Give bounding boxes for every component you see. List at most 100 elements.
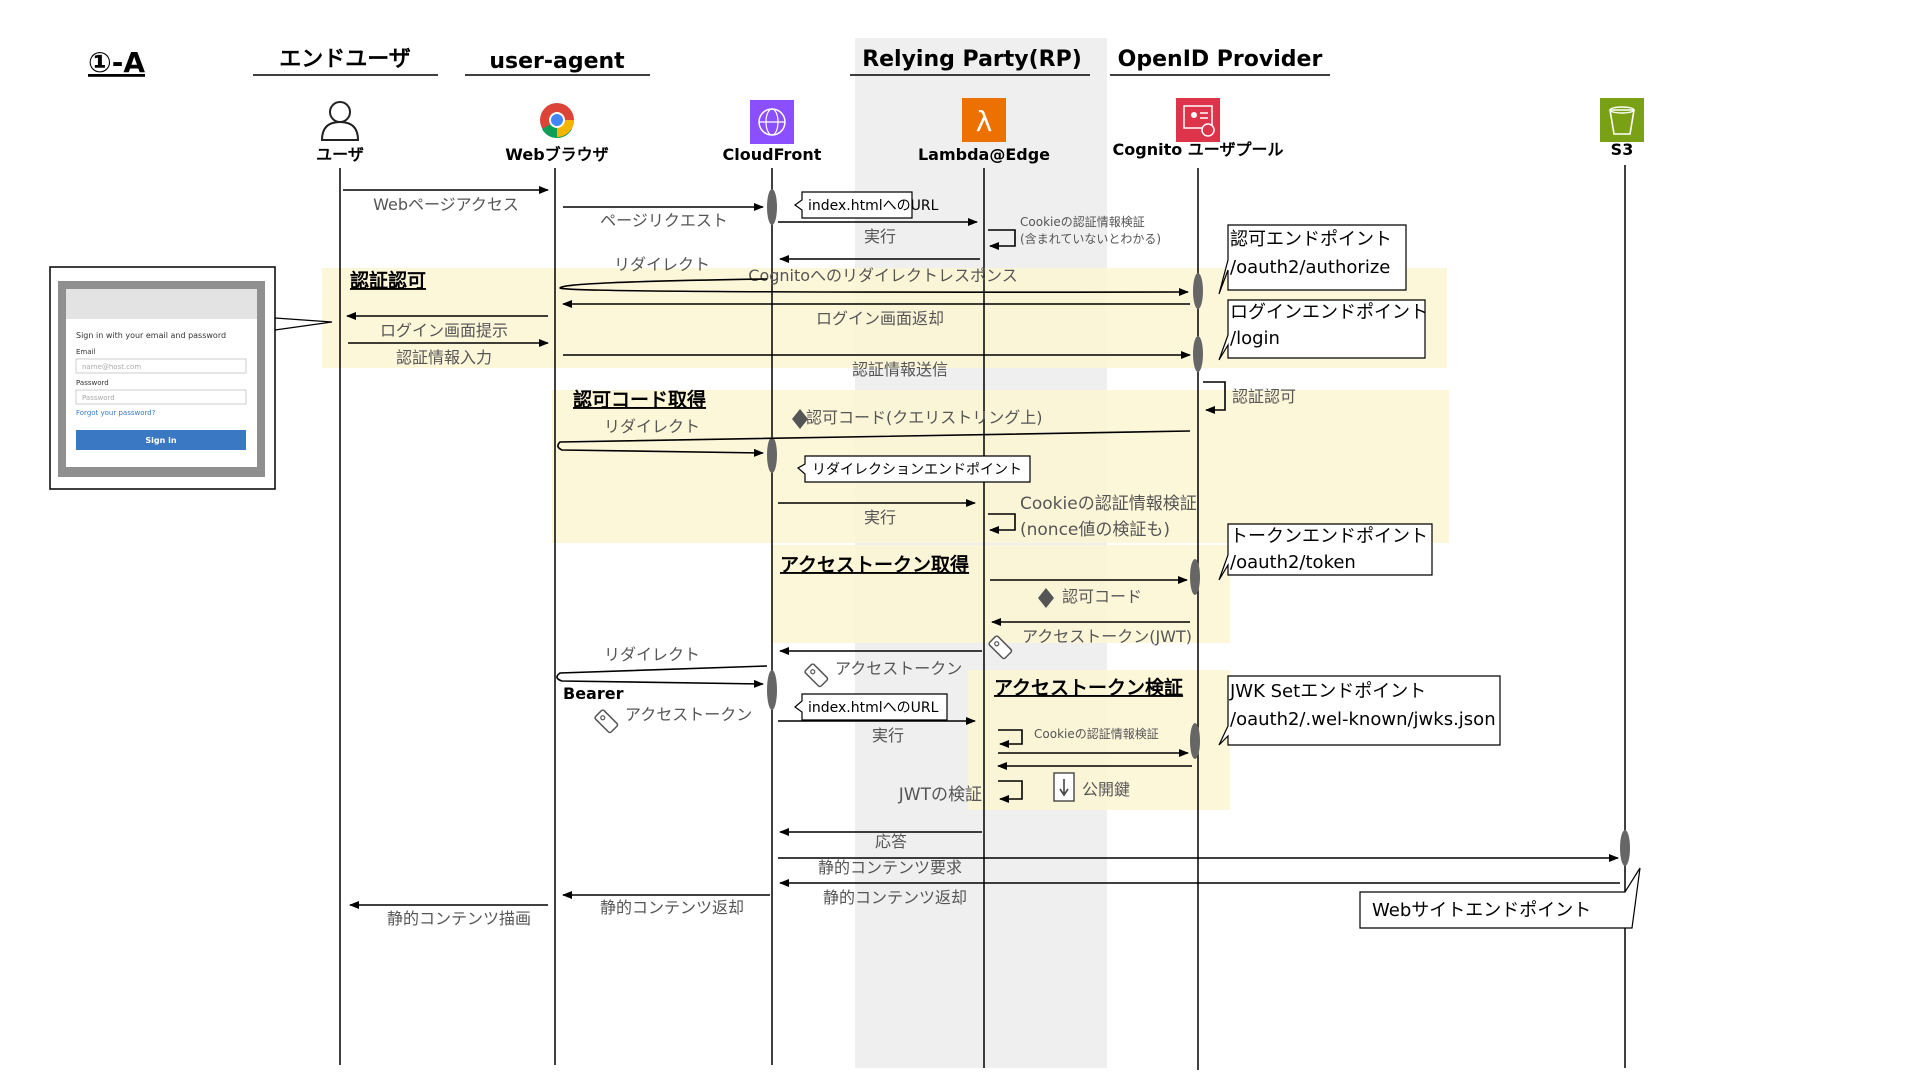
s3-bucket-icon xyxy=(1600,98,1644,142)
mockup-heading: Sign in with your email and password xyxy=(76,331,226,340)
bearer-label: Bearer xyxy=(563,684,624,703)
mockup-password-label: Password xyxy=(76,379,109,387)
message-label: 応答 xyxy=(875,832,907,851)
message-label: JWTの検証 xyxy=(898,785,982,805)
user-icon xyxy=(320,101,360,141)
actor-lambda: Lambda@Edge xyxy=(918,145,1050,164)
message-label: 静的コンテンツ描画 xyxy=(387,909,531,928)
role-op: OpenID Provider xyxy=(1118,47,1323,72)
message-label: (nonce値の検証も) xyxy=(1020,520,1170,540)
svg-text:リダイレクションエンドポイント: リダイレクションエンドポイント xyxy=(812,462,1022,478)
redirect-endpoint-callout: リダイレクションエンドポイント xyxy=(796,455,1031,483)
message-label: 認可コード(クエリストリング上) xyxy=(806,408,1043,427)
activation-cognito xyxy=(1190,559,1200,595)
message-label: アクセストークン(JWT) xyxy=(1022,627,1192,646)
message-label: Cognitoへのリダイレクトレスポンス xyxy=(748,266,1017,285)
website-endpoint-note: Webサイトエンドポイント xyxy=(1359,867,1641,929)
cognito-icon xyxy=(1176,98,1220,142)
svg-text:Webサイトエンドポイント: Webサイトエンドポイント xyxy=(1372,900,1591,921)
svg-text:index.htmlへのURL: index.htmlへのURL xyxy=(808,700,939,716)
message-arrow xyxy=(556,665,768,688)
mockup-signin-button xyxy=(76,430,246,450)
token-tag-icon xyxy=(594,709,619,734)
self-call-arrow xyxy=(998,729,1023,748)
message-label: アクセストークン xyxy=(625,705,752,724)
token-endpoint-note: トークンエンドポイント /oauth2/token xyxy=(1218,523,1433,581)
svg-text:index.htmlへのURL: index.htmlへのURL xyxy=(808,198,939,214)
message-label: Webページアクセス xyxy=(373,195,519,214)
role-useragent: user-agent xyxy=(489,49,625,74)
activation-cloudfront xyxy=(767,437,777,473)
message-label: リダイレクト xyxy=(604,645,700,664)
authorize-endpoint-note: 認可エンドポイント /oauth2/authorize xyxy=(1218,224,1407,295)
activation-cloudfront xyxy=(767,670,777,710)
message-label: 実行 xyxy=(864,508,896,527)
login-endpoint-note: ログインエンドポイント /login xyxy=(1218,299,1428,361)
diagram-title: ①-A xyxy=(88,46,145,79)
role-rp: Relying Party(RP) xyxy=(862,47,1082,72)
index-url-callout: index.htmlへのURL xyxy=(793,191,939,219)
svg-text:/oauth2/token: /oauth2/token xyxy=(1230,552,1356,573)
activation-cloudfront xyxy=(767,189,777,225)
mockup-password-placeholder: Password xyxy=(82,394,115,402)
verify-section-band xyxy=(968,670,1230,810)
message-label: 静的コンテンツ返却 xyxy=(600,898,744,917)
self-call-arrow xyxy=(988,229,1016,250)
message-label: 認証認可 xyxy=(1232,387,1296,406)
message-label: 認証情報送信 xyxy=(852,360,948,379)
activation-s3 xyxy=(1620,830,1630,866)
chrome-icon xyxy=(540,103,574,139)
self-call-arrow xyxy=(988,513,1016,534)
message-label: (含まれていないとわかる) xyxy=(1020,231,1161,246)
message-label: Cookieの認証情報検証 xyxy=(1020,494,1197,514)
svg-text:認可エンドポイント: 認可エンドポイント xyxy=(1230,229,1392,250)
section-code: 認可コード取得 xyxy=(573,388,706,411)
message-label: Cookieの認証情報検証 xyxy=(1020,214,1145,229)
section-token: アクセストークン取得 xyxy=(780,553,969,576)
message-label: リダイレクト xyxy=(604,417,700,436)
mockup-signin-label: Sign in xyxy=(145,436,176,445)
token-tag-icon xyxy=(804,663,829,688)
actor-s3: S3 xyxy=(1611,140,1634,159)
message-label: Cookieの認証情報検証 xyxy=(1034,726,1159,741)
diamond-icon xyxy=(1038,588,1054,608)
cloudfront-icon xyxy=(750,100,794,144)
svg-text:トークンエンドポイント: トークンエンドポイント xyxy=(1230,526,1428,547)
role-enduser: エンドユーザ xyxy=(279,47,411,72)
lambda-icon: λ xyxy=(962,98,1006,142)
mockup-forgot-link: Forgot your password? xyxy=(76,409,156,417)
signin-screen-mockup: Sign in with your email and password Ema… xyxy=(49,266,333,490)
message-arrow xyxy=(559,278,1189,297)
mockup-email-placeholder: name@host.com xyxy=(82,363,141,371)
message-label: 静的コンテンツ返却 xyxy=(823,888,967,907)
index-url-callout: index.htmlへのURL xyxy=(794,693,948,721)
svg-text:/login: /login xyxy=(1230,328,1280,349)
diamond-icon xyxy=(792,409,808,429)
activation-cognito xyxy=(1193,273,1203,309)
actor-cognito: Cognito ユーザプール xyxy=(1113,140,1284,159)
section-auth: 認証認可 xyxy=(350,269,426,292)
svg-text:λ: λ xyxy=(976,105,993,138)
message-label: リダイレクト xyxy=(614,255,710,274)
activation-cognito xyxy=(1193,336,1203,372)
svg-text:/oauth2/.wel-known/jwks.json: /oauth2/.wel-known/jwks.json xyxy=(1230,709,1496,730)
public-key-icon xyxy=(1053,772,1075,802)
message-label: 実行 xyxy=(872,726,904,745)
actor-cloudfront: CloudFront xyxy=(723,145,822,164)
message-label: ログイン画面返却 xyxy=(816,309,944,328)
message-label: 公開鍵 xyxy=(1082,780,1130,799)
actor-user: ユーザ xyxy=(316,145,364,164)
self-call-arrow xyxy=(1203,381,1226,414)
actor-browser: Webブラウザ xyxy=(505,145,608,164)
message-label: ログイン画面提示 xyxy=(380,321,508,340)
message-label: 実行 xyxy=(864,227,896,246)
token-section-band xyxy=(772,545,1230,643)
message-label: 認可コード xyxy=(1062,587,1142,606)
token-tag-icon xyxy=(988,635,1013,660)
message-label: アクセストークン xyxy=(835,659,962,678)
mockup-callout xyxy=(274,317,333,331)
mockup-email-label: Email xyxy=(76,348,95,356)
message-label: 認証情報入力 xyxy=(396,348,492,367)
jwks-endpoint-note: JWK Setエンドポイント /oauth2/.wel-known/jwks.j… xyxy=(1218,675,1501,746)
